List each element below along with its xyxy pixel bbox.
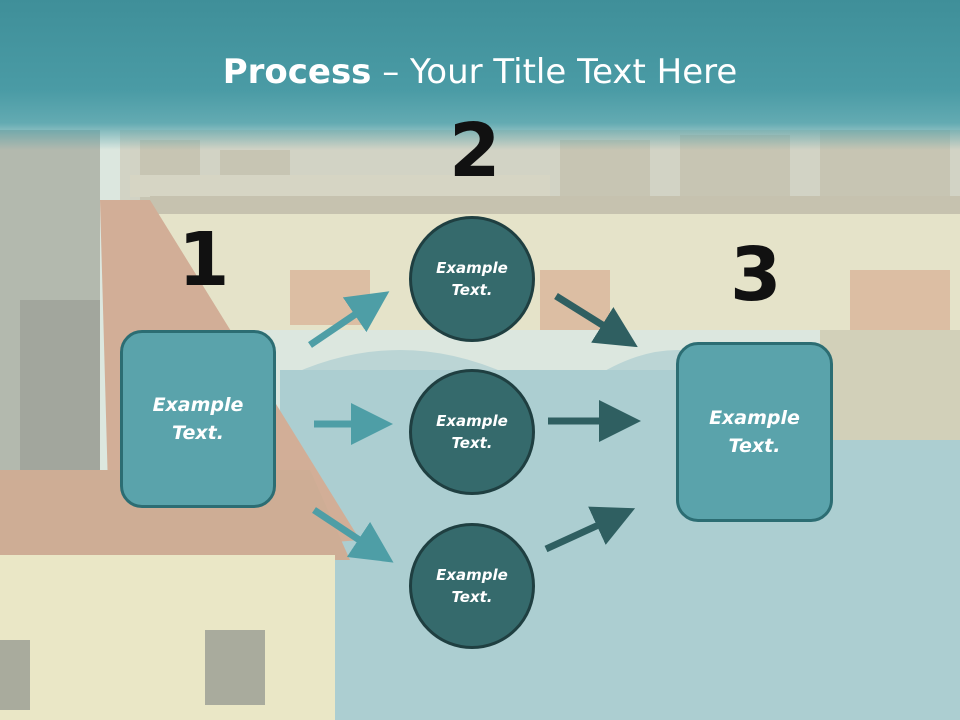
step-number-1: 1 [178,217,230,303]
circle-top-text: Example Text. [436,258,508,300]
step-2-circle-top: Example Text. [409,216,535,342]
arrow-left-to-top [308,291,390,348]
circle-bottom-text: Example Text. [436,565,508,607]
arrow-bottom-to-right [544,506,636,553]
circle-middle-text: Example Text. [436,411,508,453]
step-number-3: 3 [730,232,782,318]
step-number-2: 2 [449,108,501,194]
arrow-top-to-right [554,293,638,348]
slide-title: Process – Your Title Text Here [0,52,960,92]
step-3-text: Example Text. [709,406,800,458]
title-strong: Process [222,52,372,92]
step-1-text: Example Text. [152,393,244,445]
title-bar [0,0,960,150]
step-3-box: Example Text. [676,342,833,522]
step-2-circle-bottom: Example Text. [409,523,535,649]
step-2-circle-middle: Example Text. [409,369,535,495]
title-rest: – Your Title Text Here [371,52,738,92]
arrow-left-to-bottom [312,507,394,563]
step-1-box: Example Text. [120,330,276,508]
